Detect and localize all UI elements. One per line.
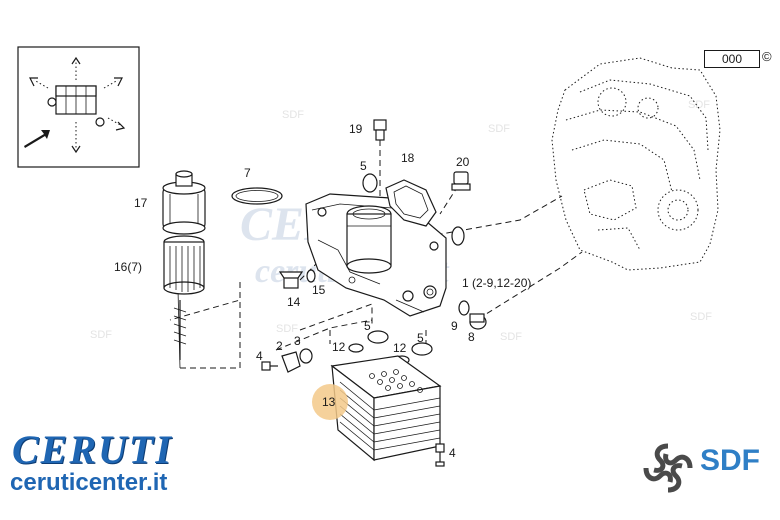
watermark-sdf-4: SDF <box>90 329 112 341</box>
watermark-sdf-6: SDF <box>500 331 522 343</box>
part-17-filter-cap <box>162 170 206 235</box>
callout-labels: 19 18 20 5 7 17 16(7) 1 (2-9,12-20) 14 1… <box>114 122 531 460</box>
part-12-seal-left <box>348 343 364 353</box>
callout-12-left: 12 <box>332 340 346 354</box>
part-3-o-ring <box>299 348 313 364</box>
callout-20: 20 <box>456 155 470 169</box>
callout-16: 16(7) <box>114 260 142 274</box>
part-13-oil-cooler <box>330 355 442 462</box>
callout-5-cooler-left: 5 <box>364 319 371 333</box>
watermark-sdf-5: SDF <box>276 323 298 335</box>
callout-13: 13 <box>322 395 336 409</box>
ceruti-url: ceruticenter.it <box>10 469 168 496</box>
view-arrow-icon <box>24 130 50 148</box>
callout-7: 7 <box>244 166 251 180</box>
part-16-filter-cartridge <box>163 235 205 295</box>
part-5-o-ring-cooler-right <box>411 342 433 356</box>
page-code: 000 <box>704 50 760 68</box>
watermark-sdf-7: SDF <box>690 311 712 323</box>
sdf-logo-text: SDF <box>700 444 760 477</box>
watermark-sdf-2: SDF <box>488 123 510 135</box>
callout-8: 8 <box>468 330 475 344</box>
callout-9: 9 <box>451 319 458 333</box>
part-4-bolt-bottom <box>435 443 445 467</box>
callout-17: 17 <box>134 196 148 210</box>
part-9-seal <box>458 300 470 316</box>
copyright-icon: © <box>762 49 772 64</box>
part-15-seal <box>306 269 316 283</box>
watermark-sdf-3: SDF <box>688 99 710 111</box>
callout-4-bottom: 4 <box>449 446 456 460</box>
callout-3: 3 <box>294 334 301 348</box>
part-2-cover <box>281 351 301 373</box>
part-7-o-ring-inner <box>235 190 279 202</box>
part-1-filter-housing <box>305 193 447 317</box>
sdf-logo-icon <box>643 443 693 493</box>
callout-4-left: 4 <box>256 349 263 363</box>
ceruti-logo: CERUTI <box>12 427 173 472</box>
callout-15: 15 <box>312 283 326 297</box>
part-20-sensor <box>451 171 471 191</box>
callout-1: 1 (2-9,12-20) <box>462 276 531 290</box>
part-8-plug <box>469 313 487 330</box>
part-5-o-ring-cooler-left <box>367 330 389 344</box>
part-4-bolt-left <box>261 361 278 371</box>
callout-12-right: 12 <box>393 341 407 355</box>
direction-arrows <box>29 56 126 154</box>
filter-rod <box>173 300 187 360</box>
engine-block <box>551 57 721 271</box>
watermark-sdf-1: SDF <box>282 109 304 121</box>
callout-14: 14 <box>287 295 301 309</box>
part-5-o-ring-top <box>362 173 378 193</box>
callout-5-top: 5 <box>360 159 367 173</box>
locator-inset <box>17 46 140 168</box>
part-14-valve <box>278 271 304 289</box>
callout-5-cooler-right: 5 <box>417 331 424 345</box>
callout-19: 19 <box>349 122 363 136</box>
part-13-highlight <box>312 384 348 420</box>
callout-18: 18 <box>401 151 415 165</box>
part-5-o-ring-right <box>451 226 465 246</box>
callout-2: 2 <box>276 339 283 353</box>
part-19-plug <box>373 119 387 141</box>
part-7-o-ring <box>231 187 283 205</box>
